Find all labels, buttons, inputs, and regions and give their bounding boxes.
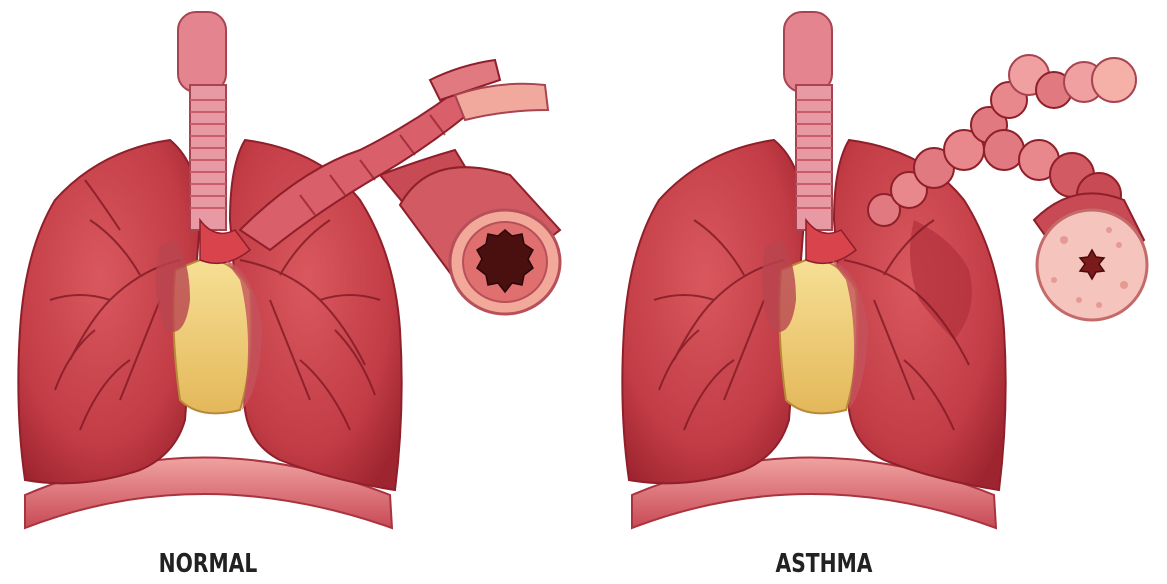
normal-airway-cross-section bbox=[400, 167, 560, 314]
trachea-top bbox=[178, 12, 226, 92]
trachea-top bbox=[784, 12, 832, 92]
asthma-label: ASTHMA bbox=[746, 546, 902, 582]
asthma-airway-cross-section bbox=[1034, 193, 1147, 320]
normal-panel: NORMAL bbox=[0, 0, 583, 584]
asthma-lungs-illustration bbox=[584, 0, 1167, 540]
normal-label: NORMAL bbox=[130, 546, 286, 582]
asthma-panel: ASTHMA bbox=[584, 0, 1167, 584]
normal-lungs-illustration bbox=[0, 0, 583, 540]
